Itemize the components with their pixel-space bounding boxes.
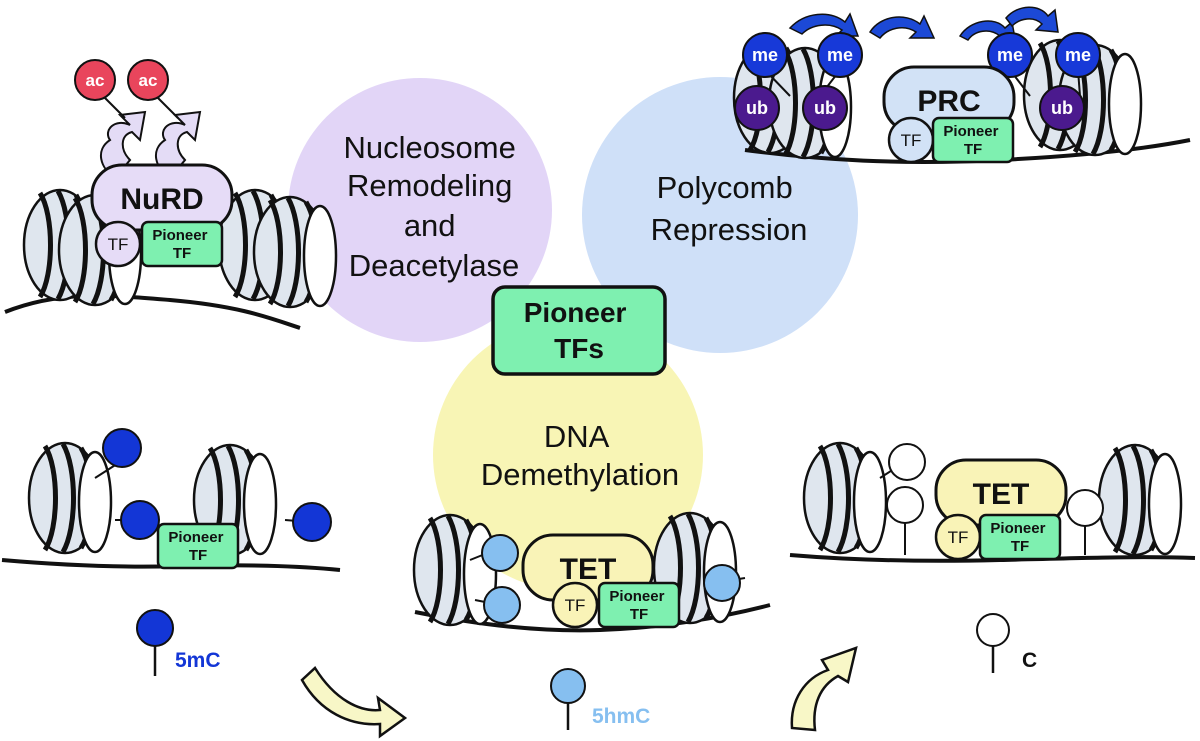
c-label: C — [1022, 649, 1037, 672]
svg-text:ub: ub — [746, 98, 768, 118]
5mc-mark — [120, 500, 160, 540]
c-mark — [888, 443, 926, 481]
svg-text:Polycomb Repression: Polycomb Repression — [651, 170, 808, 247]
flow-arrow-2 — [790, 646, 858, 732]
remodeling-label-1: Nucleosome — [344, 130, 516, 165]
svg-text:ac: ac — [86, 71, 105, 90]
tet-right-pioneer-tf — [978, 513, 1062, 561]
pioneer-tfs-line2: TFs — [554, 333, 604, 364]
nurd-pioneer-tf — [140, 220, 224, 268]
ac-mark — [127, 59, 169, 101]
5mc-mark — [292, 502, 332, 542]
tet-center-pioneer-tf — [597, 581, 681, 629]
prc-pioneer-tf — [931, 116, 1015, 164]
me-mark — [742, 32, 788, 78]
svg-text:DNA Demethylation: DNA Demethylation — [481, 419, 679, 492]
5mc-legend-icon — [136, 609, 174, 647]
ub-mark — [1039, 85, 1085, 131]
tet-label-center: TET — [560, 553, 617, 586]
5hmc-legend-icon — [550, 668, 586, 704]
svg-text:Pioneer TF: Pioneer TF — [990, 520, 1049, 555]
polycomb-label-2: Repression — [651, 212, 808, 247]
c-legend-icon — [976, 613, 1010, 647]
nurd-panel: NuRD TF Pioneer TF ac ac — [4, 59, 336, 330]
remodeling-circle — [288, 78, 552, 342]
demethylation-circle — [433, 320, 703, 590]
me-mark — [987, 32, 1033, 78]
polycomb-label-1: Polycomb — [657, 170, 793, 205]
5hmc-mark — [703, 564, 741, 602]
prc-label: PRC — [917, 85, 980, 118]
svg-text:ub: ub — [1051, 98, 1073, 118]
pioneer-tfs-box — [491, 285, 667, 376]
remodeling-label-2: Remodeling — [347, 168, 512, 203]
me-mark — [1055, 32, 1101, 78]
nurd-tf-label: TF — [108, 235, 129, 254]
tet-center-panel: TET TF Pioneer TF 5hmC — [414, 513, 771, 730]
demethylation-label-1: DNA — [544, 419, 610, 454]
me-mark — [817, 32, 863, 78]
svg-text:me: me — [827, 45, 853, 65]
five-mc-panel: Pioneer TF 5mC — [1, 428, 341, 676]
5mc-mark — [102, 428, 142, 468]
5mc-label: 5mC — [175, 649, 221, 672]
ac-mark — [74, 59, 116, 101]
svg-text:Pioneer TFs: Pioneer TFs — [524, 297, 634, 364]
svg-text:me: me — [997, 45, 1023, 65]
svg-text:TF: TF — [948, 528, 969, 547]
svg-text:Nucleosome Remodeling: Nucleosome Remodeling and Deacetylase — [344, 130, 525, 283]
svg-text:Pioneer TF: Pioneer TF — [943, 123, 1002, 158]
flow-arrow-1 — [300, 666, 408, 739]
5hmc-mark — [483, 586, 521, 624]
ub-mark — [802, 85, 848, 131]
pioneer-tfs-line1: Pioneer — [524, 297, 627, 328]
prc-panel: me me me me PRC ub ub ub TF Pioneer TF — [734, 6, 1191, 164]
c-mark — [886, 486, 924, 524]
mc-pioneer-tf — [156, 522, 240, 570]
svg-text:Pioneer TF: Pioneer TF — [609, 588, 668, 623]
prc-tf-label: TF — [901, 131, 922, 150]
tet-right-panel: TET TF Pioneer TF C — [789, 443, 1196, 673]
svg-text:ub: ub — [814, 98, 836, 118]
ub-mark — [734, 85, 780, 131]
svg-text:me: me — [1065, 45, 1091, 65]
5hmc-mark — [481, 534, 519, 572]
svg-text:me: me — [752, 45, 778, 65]
remodeling-label-3: and — [404, 208, 456, 243]
tet-label-right: TET — [973, 478, 1030, 511]
svg-text:ac: ac — [139, 71, 158, 90]
remodeling-label-4: Deacetylase — [349, 248, 520, 283]
demethylation-label-2: Demethylation — [481, 457, 679, 492]
svg-text:Pioneer TF: Pioneer TF — [168, 529, 227, 564]
nurd-label: NuRD — [120, 183, 203, 216]
c-mark — [1066, 489, 1104, 527]
svg-text:TF: TF — [565, 596, 586, 615]
5hmc-label: 5hmC — [592, 705, 650, 728]
svg-text:Pioneer TF: Pioneer TF — [152, 227, 211, 262]
